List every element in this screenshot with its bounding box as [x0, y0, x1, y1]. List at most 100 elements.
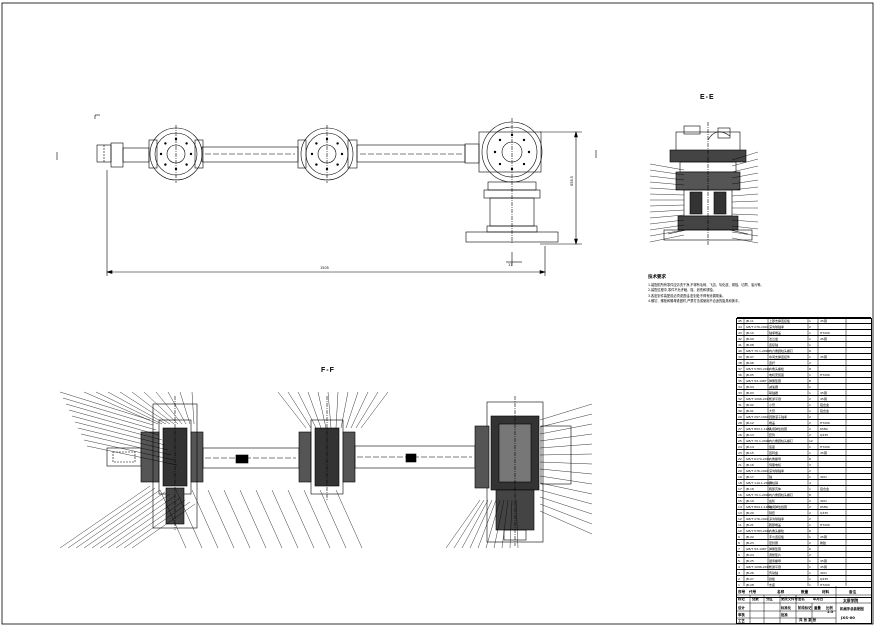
bom-cell: 2: [809, 433, 811, 437]
bom-cell: 1: [809, 583, 811, 587]
leader-line: [297, 391, 317, 429]
leader-line: [83, 391, 159, 425]
bom-cell: 大臂: [769, 409, 776, 413]
bom-cell: 铝合金: [820, 403, 830, 407]
bom-cell: JB-16: [746, 463, 754, 467]
bom-cell: JB-04: [746, 385, 754, 389]
leader-line: [355, 391, 379, 429]
leader-line: [477, 499, 497, 549]
leader-line: [539, 503, 593, 525]
leader-line: [731, 219, 759, 223]
bom-cell: 8: [809, 367, 811, 371]
leader-line: [83, 491, 166, 549]
notes-line: 1.装配前所有零件应清洗干净,不得有毛刺、飞边、氧化皮、锈蚀、切屑、油污等。: [648, 283, 764, 287]
bom-cell: 44: [738, 325, 742, 329]
leader-line: [649, 169, 685, 176]
bom-cell: 3: [809, 463, 811, 467]
stage-label: 比例: [826, 606, 833, 610]
bom-cell: JB-28: [746, 583, 754, 587]
bom-cell: 圆柱销: [769, 481, 779, 485]
bom-cell: 手爪连接板: [769, 535, 785, 539]
bom-cell: 65Mn: [820, 505, 829, 509]
bom-cell: 38: [738, 361, 742, 365]
bom-cell: 27: [738, 427, 742, 431]
bom-cell: JB-11: [746, 319, 754, 323]
notes-line: 4.螺钉、螺栓和螺母紧固时,严禁打击或使用不合适的旋具和扳手。: [648, 299, 742, 304]
bom-cell: GB/T 6170-2000: [746, 457, 771, 461]
bom-cell: 1: [809, 343, 811, 347]
bom-cell: 1: [809, 403, 811, 407]
bom-cell: 30: [738, 409, 742, 413]
bom-cell: JB-03: [746, 391, 754, 395]
leader-line: [107, 497, 181, 549]
bom-cell: 1: [809, 565, 811, 569]
bom-cell: 22: [738, 457, 742, 461]
bom-cell: 底座: [769, 445, 776, 449]
leader-line: [731, 179, 759, 185]
leader-line: [255, 489, 283, 549]
bom-cell: 33: [738, 391, 742, 395]
bom-cell: 6: [738, 553, 740, 557]
leader-line: [539, 423, 593, 435]
bom-cell: 45钢: [820, 451, 827, 455]
bom-cell: 小臂: [769, 403, 776, 407]
bom-cell: 8: [809, 457, 811, 461]
bom-cell: 1: [809, 373, 811, 377]
bom-cell: GB/T 1096-2003: [746, 397, 771, 401]
bom-cell: HT200: [820, 445, 830, 449]
leader-line: [649, 229, 685, 237]
role-label: 设计: [738, 606, 745, 610]
bom-cell: 弹簧垫圈: [769, 547, 782, 551]
bom-cell: 1: [809, 319, 811, 323]
bom-header-cell: 材料: [822, 590, 830, 594]
leader-line: [649, 187, 685, 191]
stage-label: 阶段标记: [798, 606, 812, 610]
bom-cell: 6: [809, 529, 811, 533]
notes-heading: 技术要求: [648, 275, 666, 280]
bom-cell: JB-21: [746, 523, 754, 527]
row-label: 年月日: [813, 597, 824, 601]
leader-line: [67, 487, 156, 549]
bom-cell: 腕部壳体: [769, 487, 782, 491]
bom-cell: 2: [809, 469, 811, 473]
role-label: 标准化: [781, 606, 792, 610]
bolt-hole: [510, 167, 514, 171]
bom-cell: 内六角圆柱头螺钉: [769, 349, 794, 353]
bolt-hole: [340, 152, 344, 156]
bom-cell: 上部支撑连接板: [769, 319, 791, 323]
bom-cell: 伺服电机: [769, 463, 782, 467]
bom-cell: 电机安装座: [769, 373, 785, 377]
role-label: 工艺: [738, 619, 745, 623]
bom-cell: 20: [738, 469, 742, 473]
bom-cell: 40Cr: [820, 571, 828, 575]
bom-cell: GB/T 276-1994: [746, 517, 769, 521]
leader-line: [501, 499, 509, 549]
title-block: 太原学院 机械手总装配图 标记 处数 分区 更改文件号 签名 年月日 设计 审核…: [737, 596, 871, 623]
bom-cell: HT200: [820, 583, 830, 587]
bom-cell: 3: [738, 571, 740, 575]
bom-cell: 铝合金: [820, 409, 830, 413]
leader-line: [731, 172, 759, 179]
bom-cell: JB-22: [746, 535, 754, 539]
bom-cell: GB/T 1096-2003: [746, 565, 771, 569]
bom-cell: 12: [738, 517, 742, 521]
bom-cell: 45钢: [820, 559, 827, 563]
leader-line: [539, 468, 593, 475]
bom-cell: 35: [738, 379, 742, 383]
leader-line: [731, 237, 759, 244]
leader-line: [191, 391, 195, 425]
